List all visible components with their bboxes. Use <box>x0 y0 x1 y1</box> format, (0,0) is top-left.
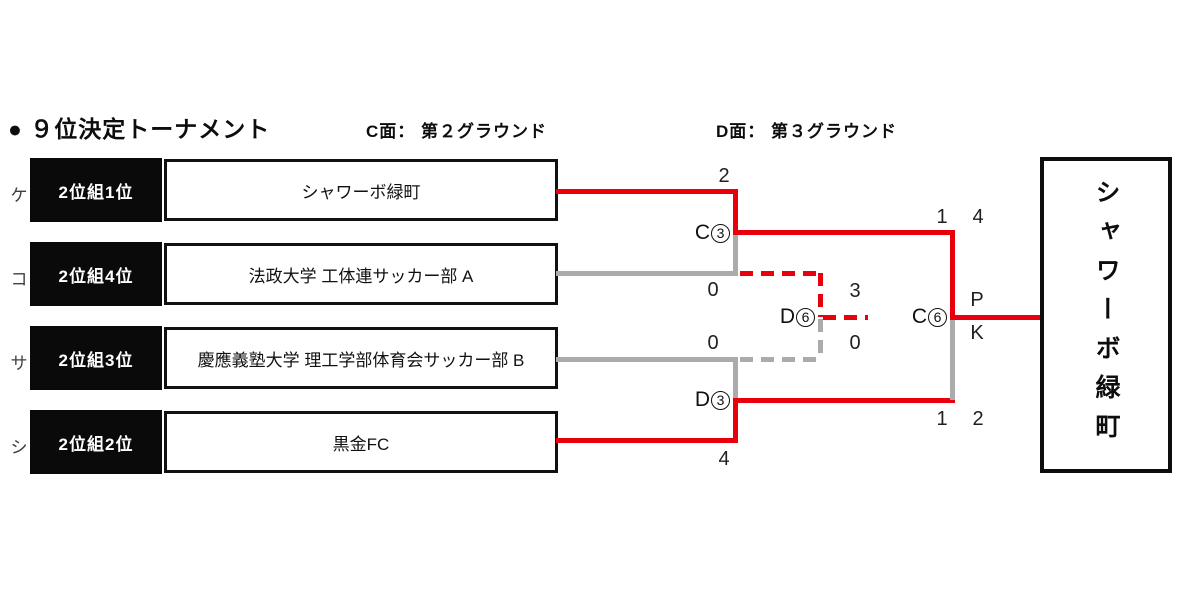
score-d3-bottom: 4 <box>718 448 730 470</box>
score-c6-bottom: 1 <box>936 408 948 430</box>
bracket-line-c3-top-vert <box>733 189 738 235</box>
score-d6-bottom: 0 <box>849 332 861 354</box>
match-number-circle: 6 <box>928 307 947 327</box>
bracket-line-d6-bottom-vert <box>818 319 823 357</box>
bracket-line-d3-to-final <box>733 398 955 403</box>
score-c3-top: 2 <box>718 165 730 187</box>
row-letter: コ <box>10 270 28 289</box>
match-court: D <box>694 388 710 411</box>
bracket-line-c6-bottom-vert <box>950 320 955 400</box>
seed-label: 2位組3位 <box>30 326 162 390</box>
bracket-line-c6-top-vert <box>950 230 955 317</box>
bracket-line-row4-winner <box>556 438 738 443</box>
bracket-line-d3-bottom-vert <box>733 400 738 443</box>
match-number-circle: 3 <box>711 390 730 410</box>
match-number-circle: 3 <box>711 223 730 243</box>
bracket-line-d6-feed-top <box>740 271 823 276</box>
bracket-line-c3-bottom-vert <box>733 235 738 276</box>
bracket-line-row1-winner <box>556 189 738 194</box>
bracket-line-d6-winner-out <box>823 315 868 320</box>
pk-letter-k: K <box>970 322 984 344</box>
team-name: シャワーボ緑町 <box>164 159 558 221</box>
score-c6-top-pk: 4 <box>972 206 984 228</box>
bracket-line-final-to-winner <box>950 315 1040 320</box>
score-c6-top: 1 <box>936 206 948 228</box>
seed-label: 2位組2位 <box>30 410 162 474</box>
bracket-line-row2-loser <box>556 271 738 276</box>
team-name: 慶應義塾大学 理工学部体育会サッカー部 B <box>164 327 558 389</box>
seed-label: 2位組4位 <box>30 242 162 306</box>
winner-name: シャワーボ緑町 <box>1092 178 1120 452</box>
row-letter: ケ <box>10 186 28 205</box>
court-c-label: C面： 第２グラウンド <box>366 122 547 141</box>
page-title: ● ９位決定トーナメント <box>8 116 271 142</box>
bracket-line-row3-loser <box>556 357 738 362</box>
score-c6-bottom-pk: 2 <box>972 408 984 430</box>
match-court: D <box>779 305 795 328</box>
seed-label: 2位組1位 <box>30 158 162 222</box>
pk-letter-p: P <box>970 289 984 311</box>
row-letter: シ <box>10 438 28 457</box>
bracket-line-d6-top-vert <box>818 273 823 317</box>
score-d3-top: 0 <box>707 332 719 354</box>
row-letter: サ <box>10 354 28 373</box>
court-d-label: D面： 第３グラウンド <box>716 122 897 141</box>
match-number-circle: 6 <box>796 307 815 327</box>
bracket-line-d3-top-vert <box>733 359 738 398</box>
match-court: C <box>911 305 927 328</box>
team-name: 法政大学 工体連サッカー部 A <box>164 243 558 305</box>
team-name: 黒金FC <box>164 411 558 473</box>
score-c3-bottom: 0 <box>707 279 719 301</box>
bracket-line-d6-feed-bottom <box>740 357 823 362</box>
winner-box: シャワーボ緑町 <box>1040 157 1172 473</box>
bracket-line-c3-to-final <box>733 230 955 235</box>
match-court: C <box>694 221 710 244</box>
score-d6-top: 3 <box>849 280 861 302</box>
